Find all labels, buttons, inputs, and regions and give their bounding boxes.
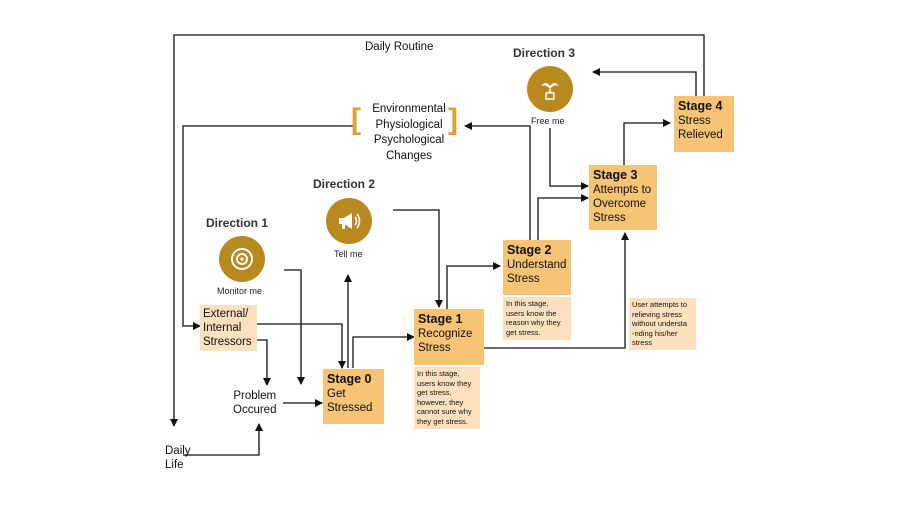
stressors-to-problem-arrow [257,339,271,386]
direction2-title: Direction 2 [313,177,376,191]
direction2-to-stage1-arrow [393,209,443,308]
megaphone-icon [326,198,372,244]
right-bracket-icon: ] [448,103,458,136]
stage2-to-env-arrow [464,122,531,240]
disc-icon [219,236,265,282]
stage2-box: Stage 2 Understand Stress [503,240,571,295]
direction2-caption: Tell me [334,249,363,259]
env-to-stressors-arrow [182,125,355,330]
stage3-box: Stage 3 Attempts to Overcome Stress [589,165,657,230]
stage0-box: Stage 0 Get Stressed [323,369,384,424]
problem-occured-label: Problem Occured [233,390,277,416]
stage1-to-stage3-arrow [484,232,629,349]
direction1-title: Direction 1 [206,216,269,230]
external-internal-stressors-box: External/ Internal Stressors [200,305,257,351]
env-changes-label: Environmental Physiological Psychologica… [372,103,446,162]
direction1-to-stage0-arrow [284,269,305,385]
bird-icon [527,66,573,112]
stage4-to-direction3-arrow [592,68,697,96]
stage4-box: Stage 4 Stress Relieved [674,96,734,152]
stage0-to-stage1-arrow [352,333,415,368]
stage3-text: Attempts to Overcome Stress [593,184,652,224]
stage3-to-stage4-arrow [623,119,671,165]
stage3-note: User attempts to relieving stress withou… [629,298,696,350]
daily-life-to-problem-arrow [183,423,263,456]
stage2-note: In this stage, users know the reason why… [503,297,571,340]
left-bracket-icon: [ [351,103,361,136]
stage1-box: Stage 1 Recognize Stress [414,309,484,365]
daily-life-label: Daily Life [165,445,191,471]
stage0-text: Get Stressed [327,388,373,414]
direction3-to-stage3-arrow [549,128,589,190]
stage2-text: Understand Stress [507,259,567,285]
stage4-title: Stage 4 [678,99,723,113]
stressors-to-stage0-arrow [257,323,346,369]
direction3-title: Direction 3 [513,46,576,60]
stage2-title: Stage 2 [507,243,552,257]
stage2-to-stage3-arrow [537,194,589,240]
stage1-note: In this stage, users know they get stres… [414,367,480,429]
stage1-to-stage2-arrow [446,262,501,310]
stage1-title: Stage 1 [418,312,463,326]
daily-routine-label: Daily Routine [365,41,434,53]
stage1-text: Recognize Stress [418,328,473,354]
direction3-caption: Free me [531,116,565,126]
daily-routine-loop-arrow [170,34,705,427]
stage0-title: Stage 0 [327,372,372,386]
stage4-text: Stress Relieved [678,115,723,141]
stage3-title: Stage 3 [593,168,638,182]
direction1-caption: Monitor me [217,286,263,296]
